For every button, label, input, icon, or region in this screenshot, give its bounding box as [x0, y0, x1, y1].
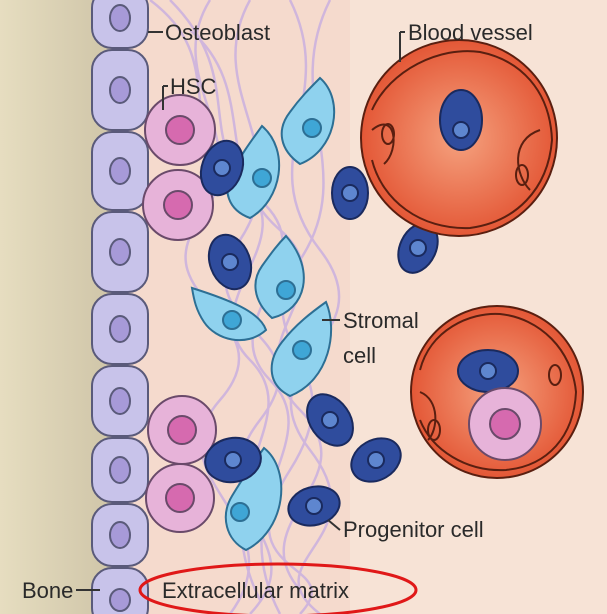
stromal-nucleus [303, 119, 321, 137]
progenitor-nucleus [214, 160, 230, 176]
stromal-nucleus [253, 169, 271, 187]
label-blood-vessel: Blood vessel [408, 22, 533, 44]
osteoblast-nucleus [110, 158, 130, 184]
osteoblast-lining [92, 0, 148, 614]
hsc-nucleus [164, 191, 192, 219]
stromal-nucleus [223, 311, 241, 329]
osteoblast-nucleus [110, 522, 130, 548]
label-stromal-line2: cell [343, 345, 376, 367]
label-bone: Bone [22, 580, 73, 602]
hsc-in-vessel-nucleus [490, 409, 520, 439]
blood-cell-nucleus [453, 122, 469, 138]
progenitor-nucleus [410, 240, 426, 256]
label-hsc: HSC [170, 76, 216, 98]
stromal-nucleus [293, 341, 311, 359]
osteoblast-nucleus [110, 239, 130, 265]
progenitor-nucleus [222, 254, 238, 270]
progenitor-nucleus [225, 452, 241, 468]
label-extracellular-matrix: Extracellular matrix [162, 580, 349, 602]
blood-cell [440, 90, 482, 150]
stromal-nucleus [277, 281, 295, 299]
progenitor-nucleus [342, 185, 358, 201]
osteoblast-nucleus [110, 388, 130, 414]
osteoblast-nucleus [110, 457, 130, 483]
progenitor-nucleus [322, 412, 338, 428]
blood-vessel-upper [361, 40, 557, 236]
label-osteoblast: Osteoblast [165, 22, 270, 44]
progenitor-nucleus [306, 498, 322, 514]
osteoblast-nucleus [110, 316, 130, 342]
hsc-nucleus [166, 484, 194, 512]
progenitor-nucleus [368, 452, 384, 468]
blood-vessel-lower [411, 306, 583, 478]
stromal-nucleus [231, 503, 249, 521]
osteoblast-nucleus [110, 77, 130, 103]
label-progenitor-cell: Progenitor cell [343, 519, 484, 541]
hsc-nucleus [168, 416, 196, 444]
osteoblast-nucleus [110, 5, 130, 31]
blood-cell-nucleus [480, 363, 496, 379]
hsc-nucleus [166, 116, 194, 144]
label-stromal-line1: Stromal [343, 310, 419, 332]
osteoblast-nucleus [110, 589, 130, 611]
